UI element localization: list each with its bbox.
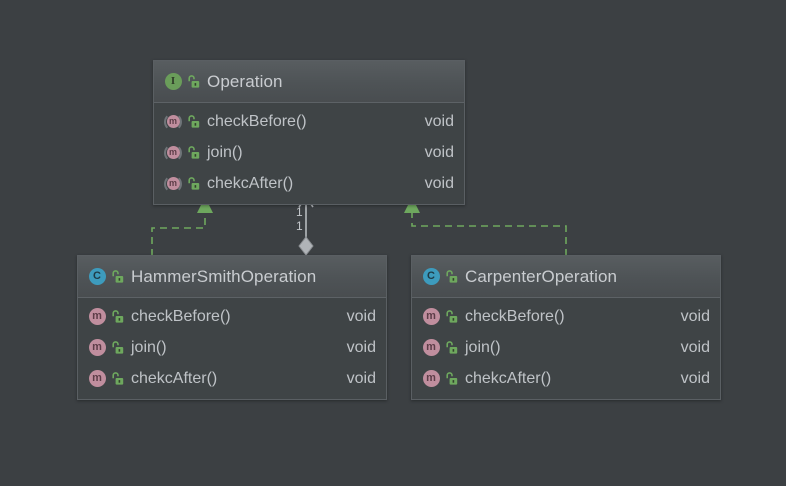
uml-member-type: void <box>424 174 454 192</box>
uml-member-row[interactable]: m checkBefore() void <box>412 301 720 332</box>
uml-member-row[interactable]: m join() void <box>154 137 464 168</box>
uml-member-name: join() <box>207 143 243 161</box>
uml-node-carpenteroperation-title: CarpenterOperation <box>465 266 618 286</box>
uml-member-row[interactable]: m join() void <box>412 332 720 363</box>
uml-node-hammersmithoperation-title: HammerSmithOperation <box>131 266 317 286</box>
unlock-icon <box>111 371 124 386</box>
uml-node-carpenteroperation-header[interactable]: C CarpenterOperation <box>412 256 720 298</box>
uml-member-type: void <box>346 307 376 325</box>
abstract-method-icon: m <box>164 112 182 131</box>
unlock-glyph <box>446 371 458 385</box>
unlock-icon <box>187 114 200 129</box>
uml-member-row[interactable]: m checkBefore() void <box>78 301 386 332</box>
multiplicity-source: 1 <box>296 219 303 233</box>
unlock-glyph <box>446 269 458 283</box>
uml-member-row[interactable]: m checkBefore() void <box>154 106 464 137</box>
unlock-icon <box>187 74 200 89</box>
uml-node-operation-members: m checkBefore() void m <box>154 103 464 204</box>
uml-node-carpenteroperation-members: m checkBefore() void m <box>412 298 720 399</box>
class-icon: C <box>88 268 106 286</box>
uml-node-hammersmithoperation-header[interactable]: C HammerSmithOperation <box>78 256 386 298</box>
uml-member-name: chekcAfter() <box>131 369 218 387</box>
unlock-icon <box>187 145 200 160</box>
class-icon: C <box>422 268 440 286</box>
unlock-glyph <box>112 309 124 323</box>
unlock-glyph <box>446 340 458 354</box>
unlock-glyph <box>188 74 200 88</box>
uml-member-name: join() <box>131 338 167 356</box>
edge-realization-carpenter[interactable] <box>404 197 567 256</box>
method-icon: m <box>422 339 440 357</box>
edge-realization-hammersmith[interactable] <box>151 197 213 256</box>
uml-member-type: void <box>680 338 710 356</box>
method-icon: m <box>88 370 106 388</box>
method-icon: m <box>88 339 106 357</box>
composition-diamond <box>298 236 314 256</box>
uml-member-type: void <box>424 143 454 161</box>
uml-member-row[interactable]: m join() void <box>78 332 386 363</box>
unlock-glyph <box>112 269 124 283</box>
uml-member-row[interactable]: m chekcAfter() void <box>78 363 386 394</box>
abstract-arcs <box>164 143 182 162</box>
abstract-method-icon: m <box>164 143 182 162</box>
realization-line-right <box>411 212 567 256</box>
uml-member-row[interactable]: m chekcAfter() void <box>412 363 720 394</box>
uml-member-type: void <box>346 369 376 387</box>
uml-node-hammersmithoperation[interactable]: C HammerSmithOperation m <box>77 255 387 400</box>
realization-line-left <box>151 212 206 256</box>
unlock-glyph <box>188 114 200 128</box>
uml-member-name: checkBefore() <box>465 307 565 325</box>
uml-member-name: chekcAfter() <box>465 369 552 387</box>
method-icon: m <box>88 308 106 326</box>
uml-node-operation[interactable]: I Operation m <box>153 60 465 205</box>
unlock-icon <box>111 309 124 324</box>
uml-member-name: join() <box>465 338 501 356</box>
interface-icon: I <box>164 73 182 91</box>
uml-member-type: void <box>680 369 710 387</box>
method-icon: m <box>422 370 440 388</box>
unlock-glyph <box>188 176 200 190</box>
abstract-arcs <box>164 174 182 193</box>
abstract-arcs <box>164 112 182 131</box>
uml-member-type: void <box>424 112 454 130</box>
unlock-icon <box>111 340 124 355</box>
method-icon: m <box>422 308 440 326</box>
uml-node-operation-header[interactable]: I Operation <box>154 61 464 103</box>
uml-node-hammersmithoperation-members: m checkBefore() void m <box>78 298 386 399</box>
unlock-icon <box>445 309 458 324</box>
uml-node-carpenteroperation[interactable]: C CarpenterOperation m <box>411 255 721 400</box>
abstract-method-icon: m <box>164 174 182 193</box>
uml-node-operation-title: Operation <box>207 71 283 91</box>
uml-member-type: void <box>680 307 710 325</box>
unlock-glyph <box>112 371 124 385</box>
uml-member-row[interactable]: m chekcAfter() void <box>154 168 464 199</box>
unlock-glyph <box>446 309 458 323</box>
uml-member-name: checkBefore() <box>131 307 231 325</box>
unlock-glyph <box>188 145 200 159</box>
unlock-icon <box>445 371 458 386</box>
unlock-icon <box>111 269 124 284</box>
multiplicity-target: 1 <box>296 205 303 219</box>
unlock-icon <box>445 340 458 355</box>
unlock-icon <box>187 176 200 191</box>
unlock-glyph <box>112 340 124 354</box>
uml-member-type: void <box>346 338 376 356</box>
uml-member-name: chekcAfter() <box>207 174 294 192</box>
unlock-icon <box>445 269 458 284</box>
uml-member-name: checkBefore() <box>207 112 307 130</box>
